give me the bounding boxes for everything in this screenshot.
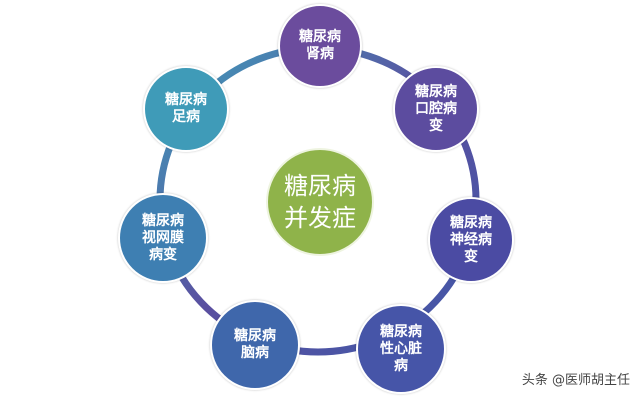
node-line: 糖尿病 <box>450 214 492 231</box>
node-heart: 糖尿病 性心脏 病 <box>356 304 446 394</box>
node-line: 变 <box>429 117 443 134</box>
node-line: 变 <box>464 248 478 265</box>
node-line: 糖尿病 <box>234 328 276 344</box>
node-line: 糖尿病 <box>165 92 207 108</box>
node-oral: 糖尿病 口腔病 变 <box>393 66 479 152</box>
node-line: 糖尿病 <box>415 83 457 100</box>
node-foot: 糖尿病 足病 <box>143 66 229 152</box>
node-line: 糖尿病 <box>299 29 341 45</box>
center-line-2: 并发症 <box>284 204 356 232</box>
node-line: 肾病 <box>306 46 334 62</box>
node-line: 糖尿病 <box>380 323 422 340</box>
node-kidney: 糖尿病 肾病 <box>278 4 362 88</box>
node-line: 性心脏 <box>380 340 422 357</box>
node-retina: 糖尿病 视网膜 病变 <box>118 193 208 283</box>
center-line-1: 糖尿病 <box>284 172 356 200</box>
node-line: 脑病 <box>241 345 269 361</box>
watermark: 头条 @医师胡主任 <box>521 373 630 388</box>
node-line: 神经病 <box>450 231 492 248</box>
node-line: 口腔病 <box>415 100 457 117</box>
node-brain: 糖尿病 脑病 <box>210 300 300 390</box>
node-line: 病 <box>394 357 408 374</box>
node-line: 病变 <box>149 246 177 263</box>
node-line: 足病 <box>172 109 200 125</box>
node-line: 视网膜 <box>142 229 184 246</box>
center-topic: 糖尿病 并发症 <box>266 148 374 256</box>
node-line: 糖尿病 <box>142 212 184 229</box>
node-neuro: 糖尿病 神经病 变 <box>428 197 514 283</box>
